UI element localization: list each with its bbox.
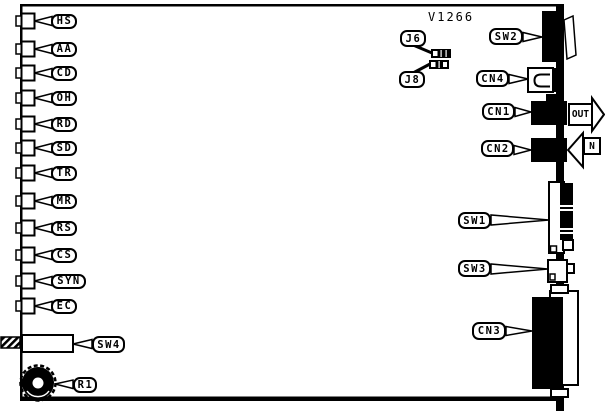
board-id-text: V1266 — [428, 10, 475, 24]
led-label-ec: EC — [51, 298, 77, 314]
led-label-cs: CS — [51, 247, 77, 263]
led-label-sd: SD — [51, 140, 77, 156]
led-indicator-ec — [15, 297, 53, 315]
connector-label-cn1: CN1 — [482, 103, 515, 120]
cn2-connector — [531, 138, 567, 162]
led-indicator-mr — [15, 192, 53, 210]
led-label-mr: MR — [51, 193, 77, 209]
sw3-switch — [547, 259, 575, 283]
in-arrow — [566, 130, 601, 170]
switch-label-sw1: SW1 — [458, 212, 491, 229]
connector-label-cn4: CN4 — [476, 70, 509, 87]
out-arrow — [568, 94, 605, 135]
cn1-connector — [531, 94, 567, 125]
led-label-oh: OH — [51, 90, 77, 106]
cn4-pointer — [508, 73, 529, 85]
pot-label-r1: R1 — [73, 377, 97, 393]
led-indicator-oh — [15, 89, 53, 107]
led-indicator-cs — [15, 246, 53, 264]
led-label-rd: RD — [51, 116, 77, 132]
in-arrow-label: N — [589, 140, 595, 152]
sw4-pointer — [72, 338, 93, 350]
sw2-pointer — [522, 31, 543, 43]
led-indicator-sd — [15, 139, 53, 157]
led-label-tr: TR — [51, 165, 77, 181]
led-label-hs: HS — [51, 13, 77, 29]
switch-label-sw4: SW4 — [92, 336, 125, 353]
sw1-dip-switch — [548, 181, 574, 254]
sw4-switch-body — [0, 334, 74, 353]
cn2-pointer — [513, 144, 534, 156]
jumper-label-j8: J8 — [399, 71, 425, 88]
cn1-pointer — [514, 106, 534, 118]
led-indicator-aa — [15, 40, 53, 58]
sw2-lever — [563, 14, 577, 61]
led-indicator-rd — [15, 115, 53, 133]
jumper-label-j6: J6 — [400, 30, 426, 47]
led-indicator-rs — [15, 219, 53, 237]
out-arrow-label: OUT — [571, 109, 590, 120]
sw3-pointer — [490, 263, 549, 275]
connector-label-cn3: CN3 — [472, 322, 506, 340]
connector-label-cn2: CN2 — [481, 140, 514, 157]
r1-pointer — [54, 379, 74, 390]
sw1-pointer — [490, 214, 550, 226]
led-label-rs: RS — [51, 220, 77, 236]
led-indicator-cd — [15, 64, 53, 82]
led-indicator-hs — [15, 12, 53, 30]
led-indicator-tr — [15, 164, 53, 182]
led-label-cd: CD — [51, 65, 77, 81]
led-label-aa: AA — [51, 41, 77, 57]
led-indicator-syn — [15, 272, 53, 290]
led-label-syn: SYN — [51, 273, 86, 289]
switch-label-sw3: SW3 — [458, 260, 491, 277]
sw2-switch — [542, 11, 577, 62]
cn3-pointer — [505, 325, 533, 337]
cn4-connector — [527, 67, 564, 93]
cn3-connector — [532, 284, 579, 398]
r1-potentiometer — [19, 364, 57, 402]
switch-label-sw2: SW2 — [489, 28, 523, 45]
